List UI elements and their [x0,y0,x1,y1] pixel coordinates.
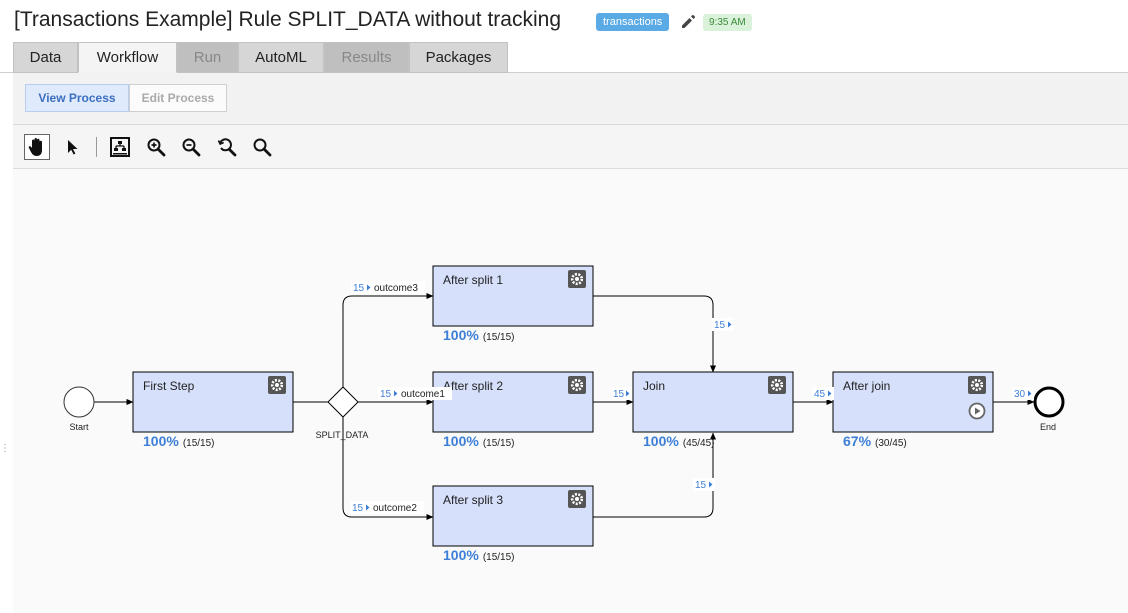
edge-label-join-to-after-join: 45 [812,387,834,400]
node-title: After split 3 [443,493,503,507]
edge-count: 15 [613,389,625,400]
edge-count: 15 [695,480,707,491]
edge-label-after-join-to-end: 30 [1012,387,1034,400]
edge-label-split2-to-join: 15 [612,387,632,400]
gateway-label: SPLIT_DATA [316,430,369,440]
node-progress: 100%(45/45) [643,433,715,449]
zoom-in-icon[interactable] [143,134,169,160]
diagram-toolbar [13,125,1128,169]
caret-right-icon [1028,390,1032,397]
tab-results: Results [324,42,409,73]
end-event[interactable] [1033,386,1065,418]
edge-label-outcome2: 15 outcome2 [350,501,424,514]
edge-label-outcome1: 15 outcome1 [378,387,452,400]
node-after-join[interactable]: After join 67%(30/45) [832,371,994,449]
gear-icon[interactable] [768,376,786,394]
caret-right-icon [626,390,630,397]
tab-data[interactable]: Data [13,42,78,73]
caret-right-icon [366,504,370,511]
edges [94,292,1035,521]
caret-right-icon [728,321,732,328]
header: [Transactions Example] Rule SPLIT_DATA w… [0,0,1128,42]
edge-count: 15 [380,389,392,400]
start-event[interactable] [63,386,95,418]
node-progress: 100%(15/15) [443,433,515,449]
tag-badge[interactable]: transactions [596,13,670,31]
tab-bar: Data Workflow Run AutoML Results Package… [0,42,1128,73]
edge-count: 15 [714,320,726,331]
page-title: [Transactions Example] Rule SPLIT_DATA w… [14,8,562,31]
process-subnav: View Process Edit Process [13,73,1128,125]
time-badge: 9:35 AM [703,14,752,31]
gear-icon[interactable] [568,376,586,394]
edge-count: 30 [1014,389,1026,400]
tab-run: Run [177,42,238,73]
edge-label: outcome1 [401,389,445,400]
node-title: Join [643,379,665,393]
node-first-step[interactable]: First Step 100%(15/15) [132,371,294,449]
edge-label-outcome3: 15 outcome3 [351,281,425,294]
caret-right-icon [367,284,371,291]
node-join[interactable]: Join 100%(45/45) [632,371,794,449]
toolbar-divider [96,137,97,157]
view-process-button[interactable]: View Process [25,84,129,112]
gear-icon[interactable] [568,490,586,508]
gear-icon[interactable] [568,270,586,288]
hand-icon[interactable] [24,134,50,160]
gear-icon[interactable] [268,376,286,394]
edge-label: outcome3 [374,283,418,294]
start-label: Start [69,422,89,432]
edge-label-split3-to-join: 15 [693,478,715,491]
play-icon[interactable] [968,402,986,420]
edge-split1-to-join [593,295,717,373]
zoom-icon[interactable] [249,134,275,160]
split-gateway[interactable] [327,386,359,418]
node-after-split-3[interactable]: After split 3 100%(15/15) [432,485,594,563]
workflow-canvas[interactable]: Start End SPLIT_DATA First Step 100%(15/… [13,169,1128,613]
edge-label: outcome2 [373,503,417,514]
edge-count: 15 [352,503,364,514]
end-label: End [1040,422,1056,432]
node-progress: 100%(15/15) [443,547,515,563]
pointer-icon[interactable] [60,134,86,160]
node-after-split-2[interactable]: After split 2 100%(15/15) [432,371,594,449]
zoom-out-icon[interactable] [178,134,204,160]
node-title: After split 1 [443,273,503,287]
node-progress: 100%(15/15) [443,327,515,343]
pencil-icon[interactable] [680,14,696,30]
node-title: After split 2 [443,379,503,393]
node-progress: 100%(15/15) [143,433,215,449]
workflow-diagram: Start End SPLIT_DATA First Step 100%(15/… [63,265,1065,563]
node-after-split-1[interactable]: After split 1 100%(15/15) [432,265,594,343]
zoom-reset-icon[interactable] [214,134,240,160]
resize-handle[interactable]: ⋮ [0,443,10,454]
edge-count: 45 [814,389,826,400]
edge-count: 15 [353,283,365,294]
tab-packages[interactable]: Packages [409,42,508,73]
edit-process-button[interactable]: Edit Process [129,84,227,112]
node-progress: 67%(30/45) [843,433,907,449]
edge-outcome3 [342,292,434,387]
fit-diagram-icon[interactable] [107,134,133,160]
edge-outcome2 [342,417,434,521]
tab-automl[interactable]: AutoML [238,42,324,73]
tab-workflow[interactable]: Workflow [78,42,177,73]
gear-icon[interactable] [968,376,986,394]
node-title: First Step [143,379,195,393]
edge-split3-to-join [593,432,717,518]
caret-right-icon [394,390,398,397]
edge-label-split1-to-join: 15 [712,318,734,331]
caret-right-icon [709,481,713,488]
node-title: After join [843,379,890,393]
caret-right-icon [828,390,832,397]
